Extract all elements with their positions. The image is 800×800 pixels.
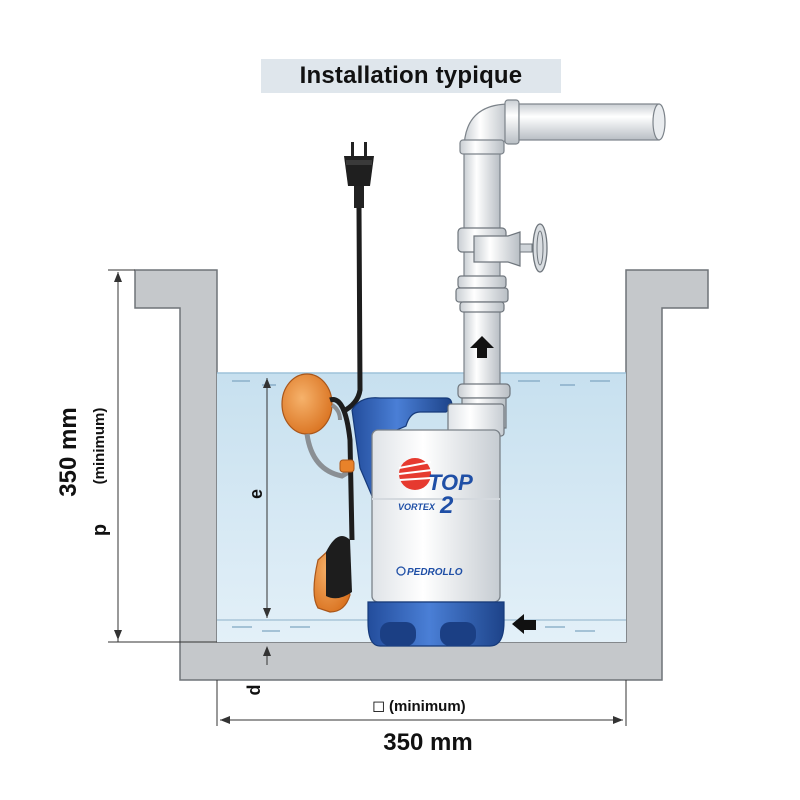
- brand-logo-icon: [396, 566, 406, 576]
- flow-up-arrow-icon: [470, 336, 494, 358]
- horizontal-pipe: [518, 103, 660, 141]
- height-dimension-symbol: p: [89, 524, 111, 536]
- width-dimension-qualifier: (minimum): [389, 698, 466, 715]
- upper-float-switch: [281, 373, 354, 479]
- bottom-gap-dimension-label: d: [244, 685, 264, 696]
- pump-model-number: 2: [439, 492, 454, 519]
- inlet-arrow-icon: [512, 614, 536, 634]
- pump-model-line: VORTEX: [398, 502, 436, 512]
- union-fitting: [457, 275, 507, 289]
- pump-brand: PEDROLLO: [407, 567, 463, 578]
- valve-handwheel-icon: [519, 223, 548, 273]
- pump-model-top: TOP: [428, 470, 473, 495]
- pump-logo-icon: [398, 458, 433, 490]
- height-dimension-qualifier: (minimum): [91, 408, 108, 485]
- submersion-dimension-label: e: [246, 489, 266, 499]
- diagram-title: Installation typique: [299, 62, 523, 89]
- width-dimension-symbol: ◻: [372, 698, 385, 715]
- power-plug-icon: [344, 142, 374, 208]
- dimension-arrowheads: [114, 272, 623, 724]
- height-dimension-value: 350 mm: [55, 407, 82, 496]
- lower-float-switch: [313, 397, 355, 613]
- dimension-lines: [108, 269, 627, 726]
- width-dimension-value: 350 mm: [383, 729, 472, 756]
- title-banner: Installation typique: [261, 59, 561, 93]
